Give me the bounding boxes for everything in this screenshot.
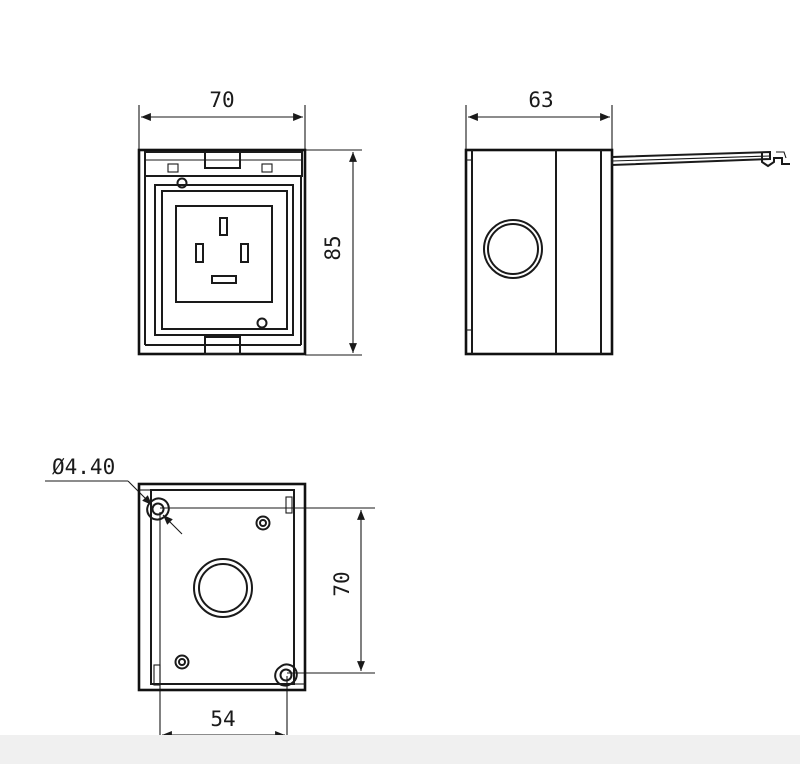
back-inner-edge	[150, 489, 295, 685]
back-small-hole-top-icon	[255, 515, 271, 531]
side-lid-latch	[761, 152, 790, 168]
side-gland-inner-icon	[487, 223, 539, 275]
socket-face	[175, 205, 273, 303]
technical-drawing: 70 85	[45, 88, 790, 735]
front-height-label: 85	[321, 235, 345, 260]
back-small-hole-bottom-icon	[174, 654, 190, 670]
side-body-outline	[464, 148, 614, 356]
mount-slot-top-left-icon	[146, 497, 170, 521]
socket-slot-right-icon	[240, 243, 249, 263]
front-view: 70 85	[137, 88, 362, 356]
front-width-label: 70	[209, 88, 234, 112]
front-screw-top-icon	[176, 177, 188, 189]
socket-slot-top-icon	[219, 217, 228, 236]
side-view: 63	[464, 88, 790, 356]
side-lid-open	[611, 150, 771, 167]
back-knockout-outer-icon	[193, 558, 253, 618]
back-knockout-inner-icon	[198, 563, 248, 613]
hole-callout-arrow-out	[162, 514, 183, 535]
back-body-outline	[137, 482, 307, 692]
front-body-outline	[137, 148, 307, 356]
back-vertical-spacing-label: 70	[330, 571, 354, 596]
hole-diameter-label: Ø4.40	[52, 455, 115, 479]
front-hinge-top	[204, 151, 241, 169]
front-outer-frame	[154, 184, 294, 336]
back-horizontal-spacing-label: 54	[210, 707, 235, 731]
back-view: Ø4.40 70 54	[45, 455, 375, 735]
socket-ground-slot-icon	[211, 275, 237, 284]
side-gland-outer-icon	[483, 219, 543, 279]
socket-slot-left-icon	[195, 243, 204, 263]
mount-slot-bottom-right-icon	[274, 663, 298, 687]
side-depth-label: 63	[528, 88, 553, 112]
footer-bar	[0, 735, 800, 764]
front-screw-bottom-icon	[256, 317, 268, 329]
front-inner-frame	[161, 190, 288, 330]
